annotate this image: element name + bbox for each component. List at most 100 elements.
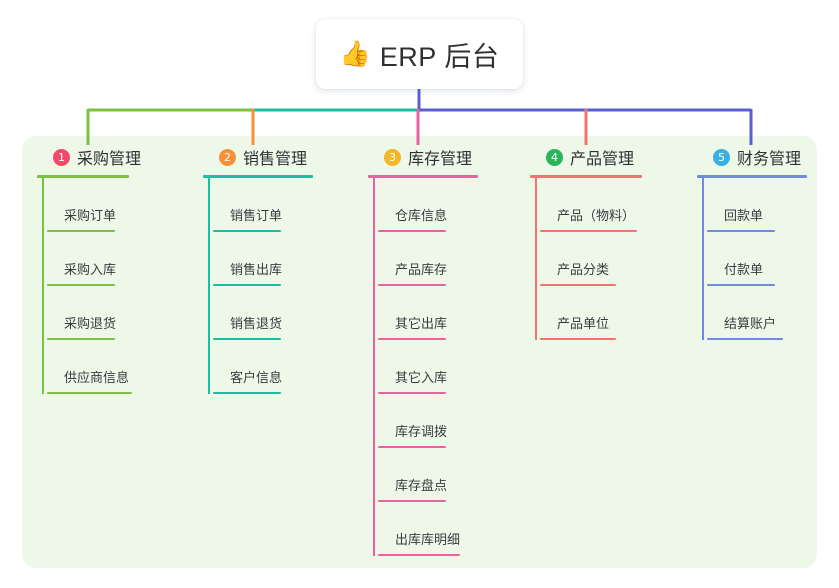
leaf-label: 结算账户 [724,316,777,331]
leaf-label: 产品（物料） [557,208,636,223]
leaf-rule [378,446,446,448]
leaf-item[interactable]: 产品库存 [373,232,478,286]
leaf-item[interactable]: 产品（物料） [535,178,642,232]
branch-product[interactable]: 4 产品管理产品（物料） 产品分类产品单位 [530,145,642,340]
branch-spine-purchase [42,178,44,394]
diagram-background-panel [22,136,817,568]
leaf-item[interactable]: 其它入库 [373,340,478,394]
branch-items-purchase: 采购订单采购入库采购退货供应商信息 [37,178,141,394]
leaf-label: 销售出库 [230,262,283,277]
leaf-item[interactable]: 采购订单 [42,178,141,232]
leaf-item[interactable]: 库存调拨 [373,394,478,448]
branch-rule-product [530,175,642,178]
leaf-label: 其它出库 [395,316,448,331]
leaf-label: 其它入库 [395,370,448,385]
leaf-item[interactable]: 出库库明细 [373,502,478,556]
branch-rule-inventory [368,175,478,178]
branch-number-badge-product: 4 [546,148,563,166]
branch-spine-product [535,178,537,340]
leaf-label: 产品单位 [557,316,610,331]
leaf-item[interactable]: 客户信息 [208,340,313,394]
root-title: ERP 后台 [379,41,500,72]
branch-items-finance: 回款单付款单结算账户 [697,178,807,340]
branch-items-sales: 销售订单销售出库销售退货客户信息 [203,178,313,394]
leaf-label: 产品库存 [395,262,448,277]
leaf-item[interactable]: 销售出库 [208,232,313,286]
leaf-label: 库存盘点 [395,478,448,493]
leaf-rule [378,554,460,556]
branch-spine-sales [208,178,210,394]
leaf-label: 销售订单 [230,208,283,223]
leaf-item[interactable]: 采购退货 [42,286,141,340]
root-node[interactable]: 👍 ERP 后台 [316,19,523,89]
leaf-label: 产品分类 [557,262,610,277]
leaf-rule [378,338,446,340]
leaf-item[interactable]: 仓库信息 [373,178,478,232]
branch-title-inventory: 库存管理 [408,151,473,168]
leaf-item[interactable]: 回款单 [702,178,807,232]
branch-rule-purchase [37,175,129,178]
leaf-rule [47,338,115,340]
leaf-label: 采购订单 [64,208,117,223]
leaf-label: 供应商信息 [64,370,130,385]
branch-header-finance[interactable]: 5 财务管理 [697,145,807,169]
branch-title-product: 产品管理 [570,151,635,168]
branch-purchase[interactable]: 1 采购管理采购订单采购入库采购退货供应商信息 [37,145,141,394]
leaf-rule [707,338,783,340]
leaf-item[interactable]: 结算账户 [702,286,807,340]
branch-finance[interactable]: 5 财务管理回款单付款单结算账户 [697,145,807,340]
leaf-item[interactable]: 库存盘点 [373,448,478,502]
thumbs-up-icon: 👍 [339,39,371,68]
branch-spine-finance [702,178,704,340]
leaf-label: 客户信息 [230,370,283,385]
leaf-rule [378,500,446,502]
leaf-item[interactable]: 其它出库 [373,286,478,340]
leaf-rule [213,284,281,286]
branch-header-sales[interactable]: 2 销售管理 [203,145,313,169]
leaf-item[interactable]: 产品分类 [535,232,642,286]
leaf-label: 采购退货 [64,316,117,331]
leaf-rule [540,230,637,232]
leaf-rule [540,284,616,286]
leaf-label: 出库库明细 [395,532,461,547]
branch-title-purchase: 采购管理 [77,151,142,168]
branch-items-inventory: 仓库信息产品库存其它出库其它入库库存调拨库存盘点出库库明细 [368,178,478,556]
leaf-rule [213,392,281,394]
leaf-rule [707,284,775,286]
leaf-rule [47,284,115,286]
leaf-item[interactable]: 采购入库 [42,232,141,286]
leaf-item[interactable]: 销售退货 [208,286,313,340]
leaf-label: 库存调拨 [395,424,448,439]
branch-title-sales: 销售管理 [243,151,308,168]
leaf-label: 采购入库 [64,262,117,277]
branch-number-badge-purchase: 1 [53,148,70,166]
leaf-rule [213,338,281,340]
leaf-rule [707,230,775,232]
leaf-rule [378,284,446,286]
branch-items-product: 产品（物料） 产品分类产品单位 [530,178,642,340]
leaf-label: 销售退货 [230,316,283,331]
leaf-rule [47,230,115,232]
leaf-rule [378,230,446,232]
leaf-rule [378,392,446,394]
branch-rule-finance [697,175,807,178]
branch-sales[interactable]: 2 销售管理销售订单销售出库销售退货客户信息 [203,145,313,394]
leaf-item[interactable]: 付款单 [702,232,807,286]
branch-number-badge-sales: 2 [219,148,236,166]
leaf-item[interactable]: 供应商信息 [42,340,141,394]
leaf-label: 仓库信息 [395,208,448,223]
branch-title-finance: 财务管理 [737,151,802,168]
branch-header-purchase[interactable]: 1 采购管理 [37,145,141,169]
leaf-item[interactable]: 产品单位 [535,286,642,340]
branch-rule-sales [203,175,313,178]
leaf-item[interactable]: 销售订单 [208,178,313,232]
leaf-label: 回款单 [724,208,764,223]
branch-number-badge-finance: 5 [713,148,730,166]
leaf-rule [213,230,281,232]
leaf-rule [47,392,132,394]
leaf-label: 付款单 [724,262,764,277]
branch-header-product[interactable]: 4 产品管理 [530,145,642,169]
